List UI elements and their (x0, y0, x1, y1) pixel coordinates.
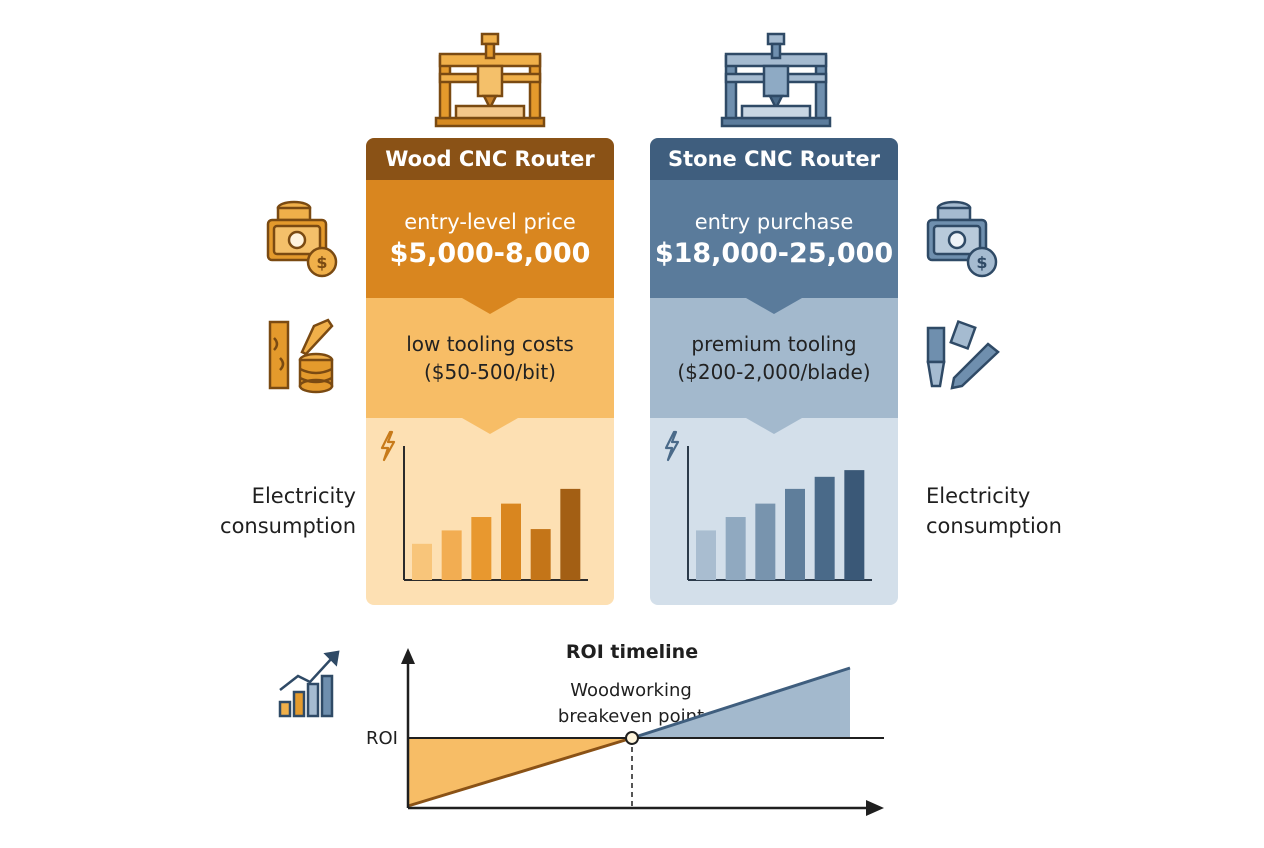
money-icon: $ (266, 200, 338, 278)
wood-title: Wood CNC Router (366, 138, 614, 180)
wood-chart-bar-1 (412, 543, 432, 580)
stone-electricity-chart (664, 430, 872, 581)
stone-chart-bar-3 (755, 503, 776, 580)
wood-price-value: $5,000-8,000 (389, 237, 591, 269)
stone-tooling-line1: premium tooling (691, 332, 857, 356)
wood-price-section: entry-level price $5,000-8,000 (366, 180, 614, 314)
svg-text:$: $ (976, 253, 987, 272)
stone-electricity-label: Electricity consumption (926, 484, 1062, 538)
stone-chart-bar-5 (814, 476, 835, 580)
stone-tooling-line2: ($200-2,000/blade) (677, 360, 871, 384)
stone-roi-line (631, 666, 851, 740)
stone-title: Stone CNC Router (650, 138, 898, 180)
wood-chart-bar-3 (471, 517, 492, 580)
stone-electricity-section (650, 418, 898, 605)
growth-chart-icon (278, 650, 340, 718)
roi-y-arrow (401, 648, 415, 664)
stone-tooling-icon (926, 319, 1000, 390)
wood-chart-bar-6 (560, 488, 581, 580)
wood-tooling-section: low tooling costs ($50-500/bit) (366, 298, 614, 434)
stone-chart-bar-2 (725, 517, 746, 580)
roi-timeline-chart: ROI timeline Woodworking breakeven point… (366, 641, 884, 816)
stone-price-value: $18,000-25,000 (654, 237, 894, 269)
stone-chart-bar-4 (785, 488, 805, 580)
stone-notch-1 (746, 298, 802, 314)
roi-annotation-line2: breakeven point (558, 706, 704, 727)
wood-electricity-label: Electricity consumption (220, 484, 356, 538)
stone-tooling-section: premium tooling ($200-2,000/blade) (650, 298, 898, 434)
wood-roi-line (407, 736, 633, 808)
roi-title: ROI timeline (566, 641, 698, 663)
stone-chart-bar-1 (696, 530, 716, 580)
roi-axis-label: ROI (366, 728, 398, 749)
wood-price-label: entry-level price (404, 209, 576, 234)
wood-column: Wood CNC Router entry-level price $5,000… (366, 138, 614, 605)
wood-electricity-section (366, 418, 614, 605)
money-icon: $ (926, 200, 998, 278)
stone-cnc-machine-icon (720, 32, 832, 128)
wood-chart-bar-2 (441, 530, 462, 580)
lightning-icon (664, 430, 680, 462)
stone-price-label: entry purchase (694, 209, 854, 234)
wood-notch-1 (462, 298, 518, 314)
roi-x-arrow (866, 800, 884, 816)
roi-annotation-line1: Woodworking (570, 680, 692, 701)
wood-notch-2 (462, 418, 518, 434)
wood-electricity-chart (380, 430, 588, 581)
wood-chart-bar-5 (530, 529, 551, 580)
breakeven-point (625, 731, 639, 745)
wood-tooling-line1: low tooling costs (406, 332, 574, 356)
wood-tooling-line2: ($50-500/bit) (423, 360, 556, 384)
stone-column: Stone CNC Router entry purchase $18,000-… (650, 138, 898, 605)
wood-chart-bar-4 (501, 503, 521, 580)
svg-text:$: $ (316, 253, 327, 272)
stone-chart-bar-6 (844, 470, 865, 580)
wood-cnc-machine-icon (434, 32, 546, 128)
wood-tool-coins-icon (268, 318, 334, 394)
stone-notch-2 (746, 418, 802, 434)
lightning-icon (380, 430, 396, 462)
stone-price-section: entry purchase $18,000-25,000 (650, 180, 898, 314)
